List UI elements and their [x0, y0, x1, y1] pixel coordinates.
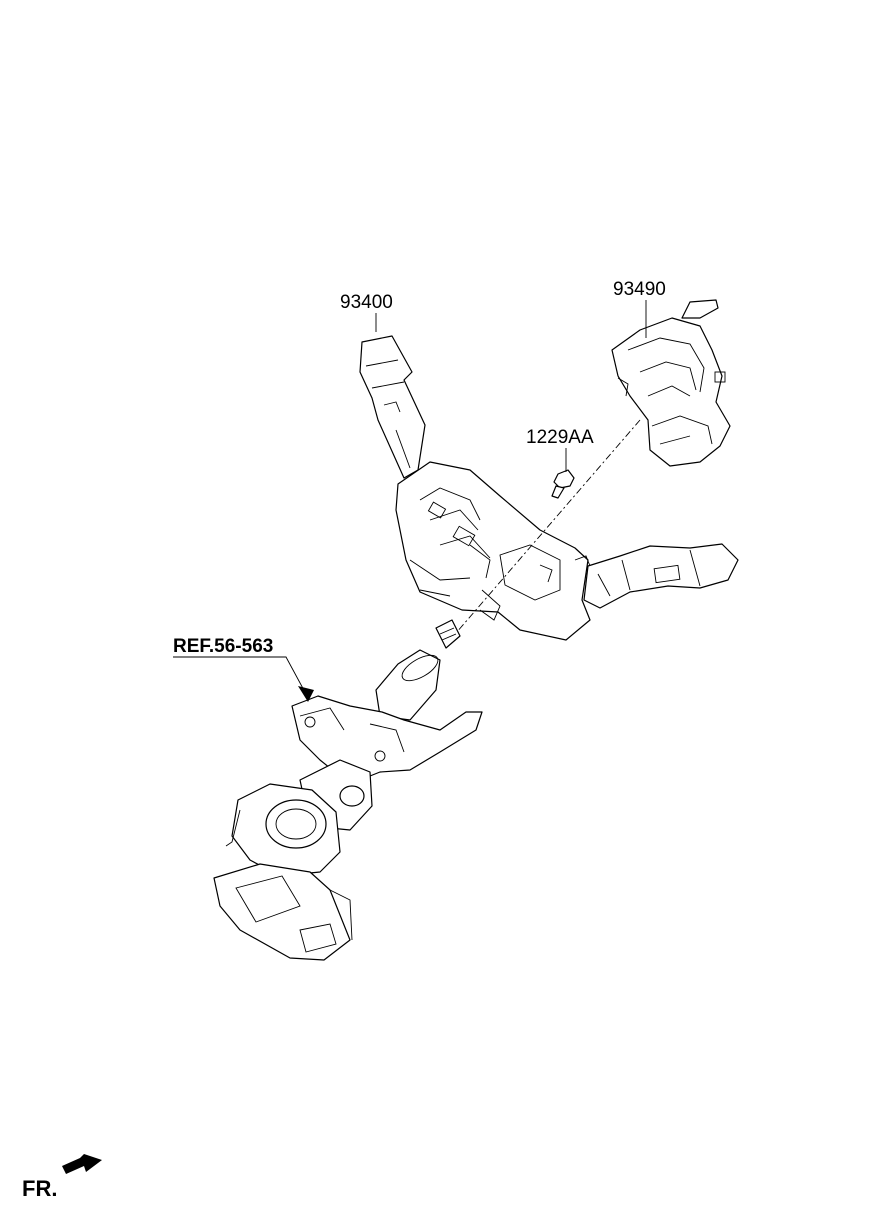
part-number-93400: 93400	[340, 292, 393, 313]
reference-arrow-icon	[298, 686, 314, 702]
reference-label: REF.56-563	[173, 636, 273, 657]
screw	[551, 469, 575, 499]
multifunction-switch	[359, 335, 739, 641]
part-number-93490: 93490	[613, 279, 666, 300]
clock-spring	[611, 299, 731, 467]
part-number-1229AA: 1229AA	[526, 427, 594, 448]
reference-leader	[173, 656, 307, 695]
assembly-axis	[449, 419, 641, 641]
steering-column	[213, 619, 483, 961]
front-indicator-label: FR.	[22, 1176, 57, 1201]
front-arrow-icon	[62, 1154, 102, 1174]
